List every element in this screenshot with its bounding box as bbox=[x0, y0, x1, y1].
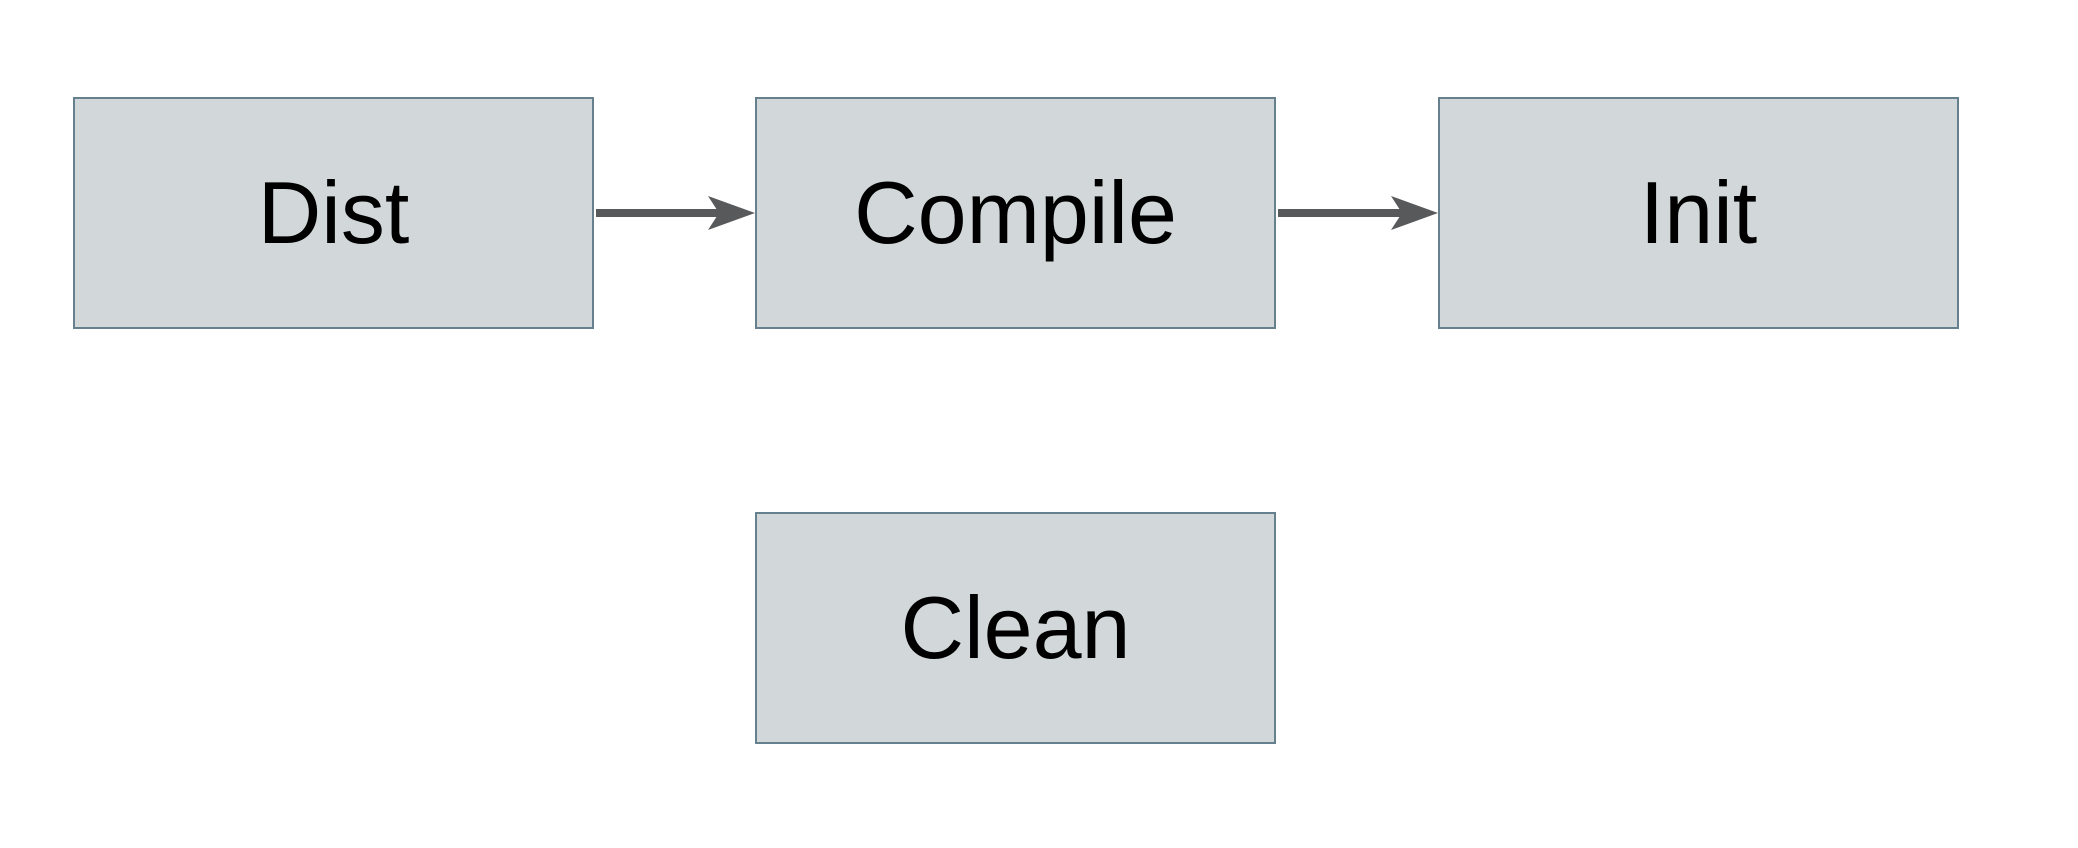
node-dist-label: Dist bbox=[257, 163, 410, 262]
node-compile: Compile bbox=[755, 97, 1276, 329]
node-init: Init bbox=[1438, 97, 1959, 329]
node-init-label: Init bbox=[1639, 163, 1758, 262]
node-dist: Dist bbox=[73, 97, 594, 329]
node-clean-label: Clean bbox=[900, 578, 1131, 677]
node-compile-label: Compile bbox=[854, 163, 1177, 262]
arrow-dist-to-compile bbox=[596, 196, 755, 230]
arrow-compile-to-init bbox=[1278, 196, 1438, 230]
node-clean: Clean bbox=[755, 512, 1276, 744]
